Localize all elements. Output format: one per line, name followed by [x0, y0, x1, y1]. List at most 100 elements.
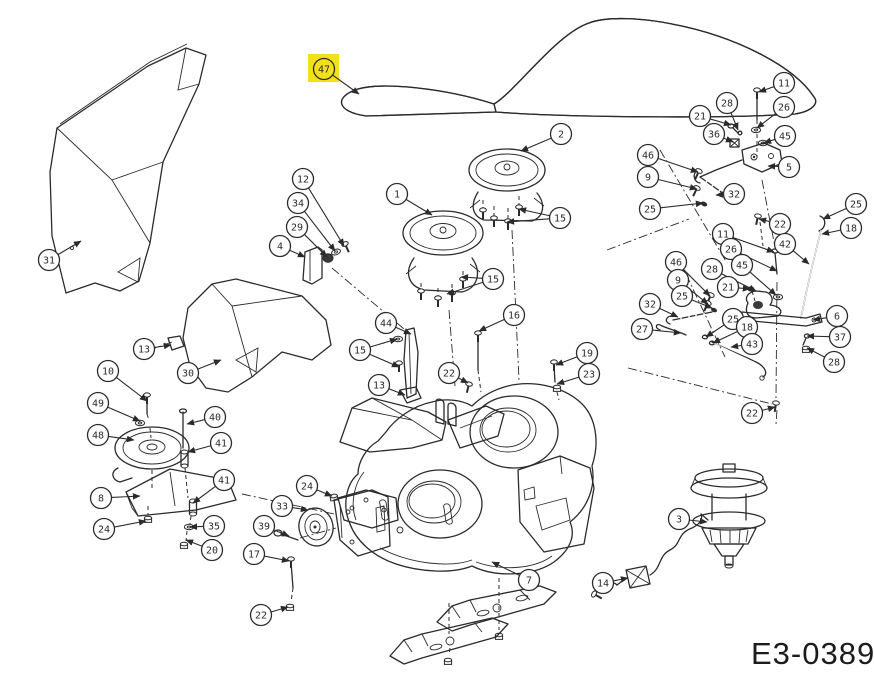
- callout-7[interactable]: 7: [491, 561, 541, 592]
- leader-line: [446, 281, 484, 295]
- leader-line: [292, 505, 309, 513]
- callout-15[interactable]: 15: [506, 206, 572, 230]
- callout-45[interactable]: 45: [730, 253, 777, 296]
- callout-balloon: [203, 405, 227, 429]
- callout-18[interactable]: 18: [712, 315, 759, 344]
- leader-line: [767, 163, 779, 170]
- callout-22[interactable]: 22: [758, 212, 792, 236]
- callout-1[interactable]: 1: [385, 182, 433, 216]
- callout-12[interactable]: 12: [291, 167, 345, 247]
- callout-10[interactable]: 10: [96, 359, 148, 402]
- callout-35[interactable]: 35: [189, 514, 226, 538]
- leader-line: [187, 445, 212, 454]
- callout-balloon: [437, 361, 461, 385]
- callout-balloon: [822, 350, 846, 374]
- leader-line: [192, 485, 216, 504]
- callout-number: 21: [722, 283, 734, 294]
- callout-number: 40: [209, 413, 221, 424]
- callout-28[interactable]: 28: [715, 91, 739, 131]
- callout-43[interactable]: 43: [730, 332, 764, 356]
- callout-48[interactable]: 48: [86, 423, 135, 447]
- callout-23[interactable]: 23: [556, 362, 601, 386]
- callout-3[interactable]: 3: [667, 507, 708, 531]
- callout-37[interactable]: 37: [806, 325, 852, 349]
- callout-8[interactable]: 8: [89, 486, 141, 510]
- callout-13[interactable]: 13: [132, 337, 172, 361]
- callout-41[interactable]: 41: [187, 431, 233, 455]
- leader-line: [792, 250, 810, 265]
- callout-22[interactable]: 22: [249, 603, 289, 627]
- callout-19[interactable]: 19: [555, 341, 599, 366]
- leader-line: [478, 318, 505, 332]
- callout-33[interactable]: 33: [270, 494, 309, 518]
- callout-21[interactable]: 21: [716, 275, 751, 299]
- callout-15[interactable]: 15: [348, 337, 400, 368]
- callout-34[interactable]: 34: [286, 191, 336, 252]
- callout-42[interactable]: 42: [773, 232, 810, 265]
- callout-6[interactable]: 6: [812, 304, 849, 328]
- callout-32[interactable]: 32: [715, 182, 746, 206]
- callout-45[interactable]: 45: [763, 124, 797, 148]
- blades-art: [389, 578, 557, 665]
- callout-16[interactable]: 16: [478, 303, 526, 332]
- callout-11[interactable]: 11: [758, 71, 796, 95]
- callout-20[interactable]: 20: [185, 538, 224, 562]
- callout-5[interactable]: 5: [767, 155, 801, 179]
- callout-49[interactable]: 49: [86, 391, 141, 422]
- callout-25[interactable]: 25: [822, 192, 868, 220]
- callout-balloon: [773, 124, 797, 148]
- leader-line: [316, 489, 333, 497]
- callout-32[interactable]: 32: [638, 292, 679, 318]
- callout-15[interactable]: 15: [446, 267, 505, 295]
- callout-balloon: [719, 237, 743, 261]
- callout-22[interactable]: 22: [437, 361, 469, 385]
- callout-13[interactable]: 13: [367, 373, 406, 397]
- callout-27[interactable]: 27: [630, 317, 682, 341]
- callout-17[interactable]: 17: [242, 542, 290, 566]
- callout-14[interactable]: 14: [591, 571, 629, 595]
- callout-21[interactable]: 21: [688, 104, 732, 128]
- callout-28[interactable]: 28: [806, 347, 846, 374]
- callout-balloon: [132, 337, 156, 361]
- callout-4[interactable]: 4: [268, 234, 306, 258]
- leader-line: [114, 519, 147, 528]
- callout-18[interactable]: 18: [821, 216, 863, 240]
- callout-24[interactable]: 24: [92, 517, 147, 541]
- callout-number: 32: [644, 300, 656, 311]
- callout-number: 11: [717, 230, 729, 241]
- callout-9[interactable]: 9: [636, 165, 698, 191]
- callout-40[interactable]: 40: [186, 405, 227, 429]
- callout-balloon: [249, 603, 273, 627]
- leader-line: [369, 337, 398, 348]
- callout-46[interactable]: 46: [664, 250, 711, 297]
- callout-30[interactable]: 30: [176, 359, 222, 385]
- callout-25[interactable]: 25: [670, 284, 713, 309]
- callout-balloon: [517, 568, 541, 592]
- callout-balloon: [295, 474, 319, 498]
- callout-25[interactable]: 25: [638, 197, 704, 221]
- callout-balloon: [348, 338, 372, 362]
- callout-number: 9: [645, 173, 651, 184]
- callout-26[interactable]: 26: [756, 95, 796, 129]
- callout-balloon: [86, 391, 110, 415]
- callout-balloon: [715, 91, 739, 115]
- callout-number: 32: [728, 190, 740, 201]
- callout-balloon: [242, 542, 266, 566]
- leader-line: [332, 74, 360, 95]
- callout-balloon: [202, 514, 226, 538]
- callout-number: 13: [373, 381, 385, 392]
- callout-41[interactable]: 41: [192, 468, 236, 504]
- callout-39[interactable]: 39: [252, 514, 290, 538]
- callout-47[interactable]: 47: [308, 54, 360, 95]
- callout-balloon: [730, 253, 754, 277]
- spindle-assembly-2-art: [468, 148, 546, 231]
- callout-36[interactable]: 36: [702, 122, 734, 146]
- callout-46[interactable]: 46: [636, 143, 699, 173]
- callout-31[interactable]: 31: [37, 240, 82, 272]
- callout-29[interactable]: 29: [285, 215, 328, 258]
- callout-2[interactable]: 2: [520, 122, 573, 152]
- leader-line: [762, 405, 776, 412]
- callout-44[interactable]: 44: [374, 311, 412, 335]
- callout-22[interactable]: 22: [740, 401, 776, 425]
- callout-24[interactable]: 24: [295, 474, 333, 498]
